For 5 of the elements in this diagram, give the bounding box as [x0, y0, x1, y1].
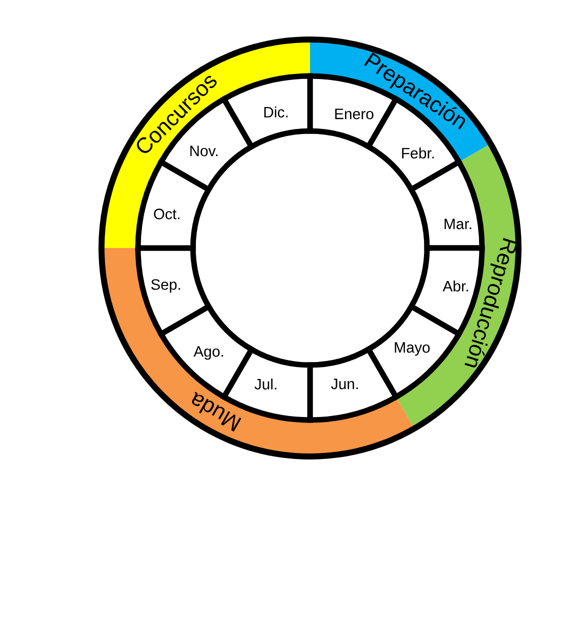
ring-cell: Sep.: [135, 245, 212, 337]
ring-cell: Mayo: [366, 304, 462, 400]
ring-cell: Dic.: [221, 73, 313, 150]
ring-cell: Mar.: [408, 159, 485, 251]
ring-cell: Oct.: [135, 159, 212, 251]
